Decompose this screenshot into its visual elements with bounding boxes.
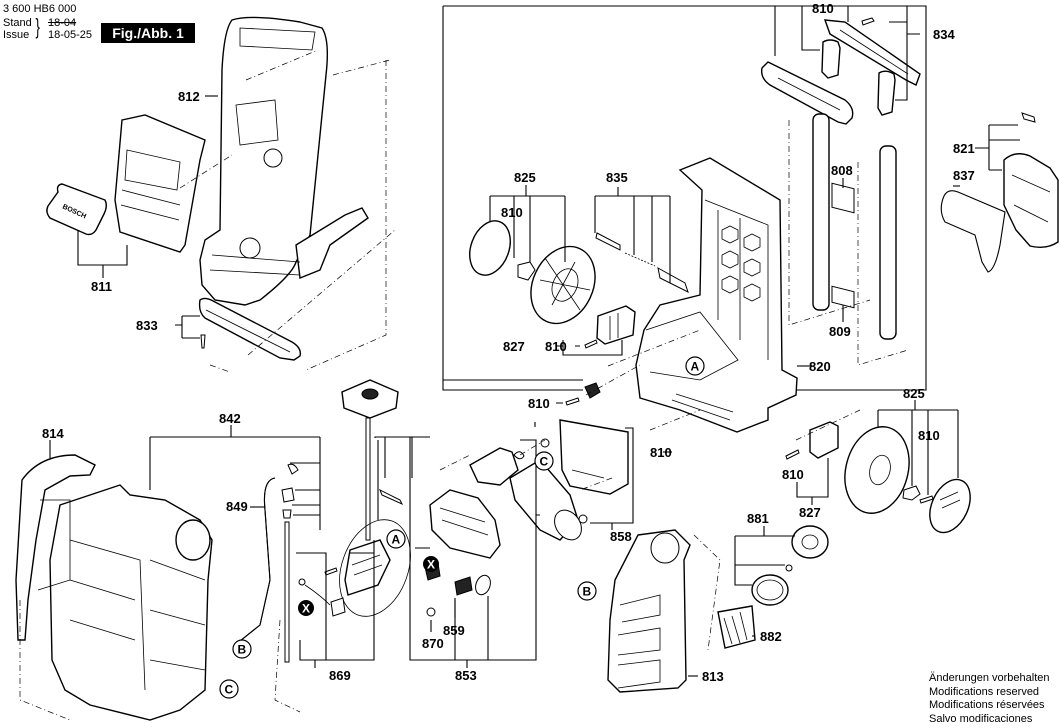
callout-820: 820 bbox=[809, 359, 831, 374]
callout-808: 808 bbox=[831, 163, 853, 178]
svg-text:A: A bbox=[691, 360, 700, 374]
callout-809: 809 bbox=[829, 324, 851, 339]
svg-text:C: C bbox=[540, 455, 549, 469]
part-842-water-tank bbox=[15, 454, 213, 721]
part-811-front-cover: BOSCH bbox=[46, 114, 206, 253]
group-frame-top-right bbox=[442, 5, 927, 391]
callout-881: 881 bbox=[747, 511, 769, 526]
marker-A-frame: A bbox=[685, 356, 705, 376]
marker-B-tank: B bbox=[232, 639, 252, 659]
svg-text:B: B bbox=[583, 585, 592, 599]
marker-C-tank: C bbox=[219, 679, 239, 699]
callout-849: 849 bbox=[226, 499, 248, 514]
svg-text:A: A bbox=[392, 533, 401, 547]
part-813-side-cover bbox=[607, 529, 691, 693]
svg-text:B: B bbox=[238, 643, 247, 657]
guide-lines bbox=[19, 49, 861, 721]
marker-B-cover: B bbox=[577, 581, 597, 601]
callout-837: 837 bbox=[953, 168, 975, 183]
callout-833: 833 bbox=[136, 318, 158, 333]
part-812-housing-shell bbox=[199, 16, 369, 306]
callout-870: 870 bbox=[422, 636, 444, 651]
part-835-spring-kit bbox=[595, 232, 689, 293]
issue-label: Issue bbox=[3, 29, 30, 41]
part-834-handle-assembly bbox=[760, 17, 921, 125]
callout-835: 835 bbox=[606, 170, 628, 185]
callout-882: 882 bbox=[760, 629, 782, 644]
reference-markers: A A B B C C X X bbox=[219, 356, 705, 699]
note-de: Änderungen vorbehalten bbox=[929, 672, 1050, 684]
callout-825-left: 825 bbox=[514, 170, 536, 185]
issue-date: 18-05-25 bbox=[48, 29, 93, 41]
callout-813: 813 bbox=[702, 669, 724, 684]
document-number: 3 600 HB6 000 bbox=[3, 3, 77, 15]
callout-825-right: 825 bbox=[903, 386, 925, 401]
callout-811: 811 bbox=[91, 279, 112, 294]
brace-glyph: } bbox=[35, 14, 40, 39]
marker-A-switch: A bbox=[386, 529, 406, 549]
figure-badge: Fig./Abb. 1 bbox=[101, 23, 195, 43]
part-833-grip-strip bbox=[198, 297, 302, 361]
marker-X-switch: X bbox=[298, 600, 314, 616]
callout-827-right: 827 bbox=[799, 505, 821, 520]
marker-C-motor: C bbox=[534, 451, 554, 471]
callout-814: 814 bbox=[42, 426, 64, 441]
callout-810-wheel-left: 810 bbox=[501, 205, 523, 220]
callout-812: 812 bbox=[178, 89, 200, 104]
part-858-motor bbox=[469, 419, 629, 541]
callout-834: 834 bbox=[933, 27, 955, 42]
callout-821: 821 bbox=[953, 141, 975, 156]
callout-858: 858 bbox=[610, 529, 632, 544]
part-tubes bbox=[788, 113, 909, 366]
part-869-switch-assembly bbox=[298, 379, 411, 617]
callout-842: 842 bbox=[219, 411, 241, 426]
callout-827-left: 827 bbox=[503, 339, 525, 354]
part-821-837-cover bbox=[940, 112, 1059, 273]
stand-label: Stand bbox=[3, 17, 32, 29]
svg-text:C: C bbox=[225, 683, 234, 697]
callout-869: 869 bbox=[329, 668, 351, 683]
part-820-main-frame bbox=[635, 157, 798, 433]
part-881-882-filter bbox=[717, 525, 829, 649]
callout-810-bracket: 810 bbox=[650, 445, 672, 460]
callout-853: 853 bbox=[455, 668, 477, 683]
stand-date-struck: 18-04 bbox=[48, 17, 77, 29]
callout-810-frame: 810 bbox=[528, 396, 550, 411]
callout-810-wheel-right: 810 bbox=[918, 428, 940, 443]
modification-notes: Änderungen vorbehalten Modifications res… bbox=[929, 672, 1049, 726]
callout-810-axle-left: 810 bbox=[545, 339, 567, 354]
note-es: Salvo modificaciones bbox=[929, 712, 1033, 725]
callout-859: 859 bbox=[443, 623, 465, 638]
part-849-hose bbox=[234, 463, 299, 663]
callout-810-right-of-frame: 810 bbox=[812, 1, 834, 16]
part-827-axle-left bbox=[584, 305, 636, 349]
callout-810-axle-right: 810 bbox=[782, 467, 804, 482]
part-825-wheel-right bbox=[785, 421, 971, 534]
note-en: Modifications reserved bbox=[929, 685, 1040, 698]
callout-leaders bbox=[49, 6, 1020, 677]
marker-X-pump: X bbox=[423, 556, 439, 572]
note-fr: Modifications réservées bbox=[929, 699, 1045, 711]
part-825-wheel-left bbox=[469, 220, 596, 325]
part-853-pump-housing bbox=[379, 488, 501, 617]
part-810-cap bbox=[584, 382, 601, 399]
svg-text:X: X bbox=[427, 558, 435, 572]
screw-810 bbox=[565, 397, 580, 406]
callout-labels: 812 811 833 810 834 821 837 825 810 835 … bbox=[42, 1, 975, 684]
svg-text:X: X bbox=[302, 602, 310, 616]
